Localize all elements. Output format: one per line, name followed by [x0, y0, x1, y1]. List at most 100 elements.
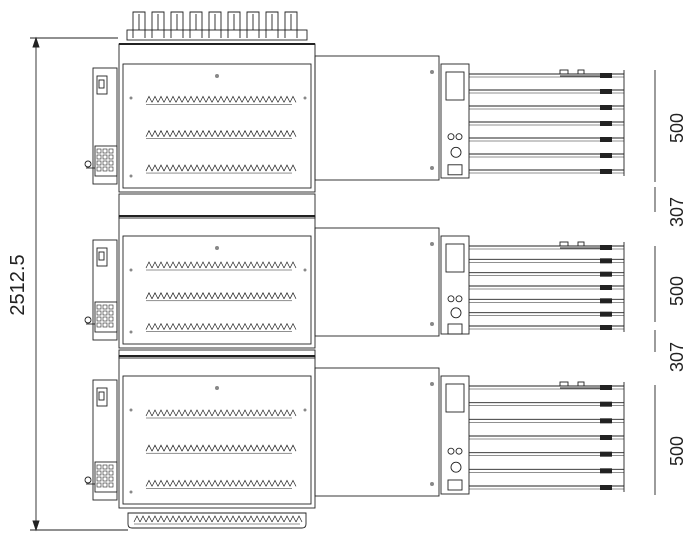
terminal — [102, 310, 108, 316]
bar-tab — [577, 381, 585, 387]
chassis-screw — [129, 330, 133, 334]
terminal — [96, 160, 102, 166]
chassis-panel — [122, 235, 312, 345]
rear-screw — [430, 242, 434, 246]
terminal — [96, 166, 102, 172]
chassis-screw — [215, 386, 219, 390]
panel-port — [447, 323, 463, 335]
segment-dim-4: 307 — [667, 342, 685, 372]
display-window — [445, 383, 465, 413]
vent-louvre-row — [145, 322, 297, 330]
terminal-block — [94, 301, 118, 333]
terminal — [96, 322, 102, 328]
bar-clamp — [600, 73, 612, 78]
vent-louvre-row — [145, 261, 297, 269]
terminal — [102, 482, 108, 488]
ground-stud — [84, 316, 92, 324]
bar-clamp — [600, 311, 612, 317]
terminal — [108, 316, 114, 322]
terminal — [108, 148, 114, 154]
chassis-body — [118, 355, 316, 509]
rear-module — [314, 55, 440, 181]
rear-screw — [430, 70, 434, 74]
side-plate — [92, 379, 118, 501]
panel-knob — [455, 295, 463, 303]
panel-port — [447, 479, 463, 491]
chassis-screw — [129, 490, 133, 494]
power-unit-3 — [84, 355, 625, 509]
control-panel — [440, 63, 470, 179]
connector-pin — [246, 11, 260, 38]
terminal — [96, 304, 102, 310]
bar-clamp — [600, 285, 612, 290]
panel-dial — [450, 146, 462, 158]
terminal — [108, 160, 114, 166]
side-handle — [96, 387, 108, 407]
bar-clamp — [600, 451, 612, 457]
chassis-screw — [129, 268, 133, 272]
side-handle-slot — [98, 391, 105, 401]
overall-height-label: 2512.5 — [7, 254, 29, 315]
side-plate — [92, 67, 118, 185]
rear-screw — [430, 382, 434, 386]
side-plate — [92, 239, 118, 341]
terminal — [108, 322, 114, 328]
panel-knob — [455, 447, 463, 455]
vent-louvre-row — [145, 164, 297, 172]
vent-louvre-row — [133, 515, 303, 523]
terminal — [96, 310, 102, 316]
panel-knob — [447, 295, 455, 303]
panel-knob — [455, 133, 463, 141]
cabinet-units — [84, 43, 625, 509]
terminal — [108, 464, 114, 470]
side-handle — [96, 75, 108, 95]
bar-clamp — [600, 245, 612, 250]
terminal-block — [94, 461, 118, 493]
connector-pin — [132, 11, 146, 38]
terminal — [96, 464, 102, 470]
side-handle-slot — [98, 79, 105, 89]
terminal — [108, 470, 114, 476]
bar-clamp — [600, 153, 612, 158]
bar-clamp — [600, 121, 612, 126]
terminal — [96, 316, 102, 322]
ground-stud — [84, 160, 92, 168]
rear-screw — [430, 322, 434, 326]
chassis-screw — [129, 96, 133, 100]
connector-pin — [170, 11, 184, 38]
side-handle — [96, 247, 108, 267]
terminal — [102, 304, 108, 310]
interunit-band — [118, 193, 316, 219]
bar-tab — [577, 69, 585, 75]
chassis-screw — [129, 408, 133, 412]
terminal — [96, 470, 102, 476]
terminal — [96, 148, 102, 154]
display-window — [445, 243, 465, 273]
bottom-footer — [127, 512, 307, 529]
top-busbar — [126, 29, 308, 41]
bar-clamp — [600, 418, 612, 424]
interunit-band — [118, 349, 316, 359]
panel-dial — [450, 461, 462, 473]
bar-clamp — [600, 401, 612, 407]
terminal — [96, 154, 102, 160]
chassis-panel — [122, 375, 312, 505]
bar-clamp — [600, 385, 612, 390]
rear-screw — [430, 482, 434, 486]
control-panel — [440, 375, 470, 495]
bar-clamp — [600, 105, 612, 110]
overall-height-dimension — [30, 36, 128, 532]
terminal — [102, 464, 108, 470]
bar-tab — [559, 241, 569, 247]
vent-louvre-row — [145, 292, 297, 299]
bar-tab — [577, 241, 585, 247]
terminal — [108, 482, 114, 488]
vent-louvre-row — [145, 444, 297, 452]
bar-clamp — [600, 258, 612, 264]
chassis-screw — [215, 74, 219, 78]
vent-louvre-row — [145, 95, 297, 103]
chassis-panel — [122, 63, 312, 189]
bar-clamp — [600, 89, 612, 94]
segment-dim-5: 500 — [667, 436, 685, 466]
segment-dim-1: 500 — [667, 113, 685, 143]
